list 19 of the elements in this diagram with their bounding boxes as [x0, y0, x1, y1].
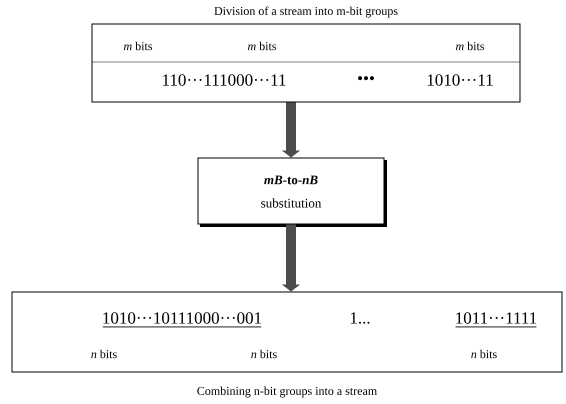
bit-string: 110···111000···11 — [163, 74, 286, 86]
bit-count-label: n bits — [251, 350, 277, 358]
bit-string: 1010···10111000···001 — [102, 312, 262, 328]
bit-count-label: n bits — [91, 350, 117, 358]
stream-box — [12, 292, 562, 398]
bit-string: 1010···11 — [428, 74, 493, 86]
box-text: substitution — [261, 198, 322, 208]
bit-string: 1011···1111 — [455, 312, 537, 328]
bit-count-label: m bits — [124, 42, 152, 50]
bit-count-label: m bits — [248, 42, 276, 50]
bit-count-label: n bits — [471, 350, 497, 358]
bit-count-label: m bits — [456, 42, 484, 50]
bit-string: ••• — [358, 76, 374, 80]
bit-string: 1... — [350, 312, 370, 324]
process-box — [198, 158, 387, 227]
box-text: mB-to-nB — [264, 176, 318, 184]
stream-box — [92, 6, 520, 102]
heading: Division of a stream into m-bit groups — [214, 6, 398, 18]
heading: Combining n-bit groups into a stream — [197, 386, 377, 398]
